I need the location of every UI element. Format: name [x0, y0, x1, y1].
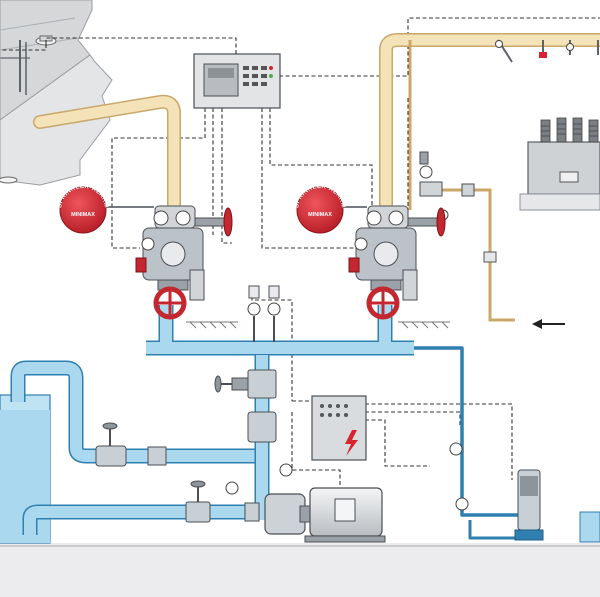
sprinkler-head-icon: [539, 40, 547, 58]
sprinkler-head-icon: [495, 39, 513, 63]
smoke-detector-icon: [0, 176, 18, 184]
dry-pipe-left: [33, 94, 181, 217]
pump-motor: [304, 487, 386, 543]
pressure-switches: [248, 285, 280, 342]
dry-pipe-right: [379, 33, 600, 210]
pressure-gauge-icon: [225, 165, 469, 511]
arrow-left-icon: [532, 319, 565, 329]
floor-slab: [186, 321, 450, 329]
air-supply-line: [442, 188, 515, 322]
alarm-bell-right: SPRINKLER-ALARM MINIMAX: [293, 183, 367, 234]
ground-strip: [0, 543, 600, 597]
ceiling-slab: [0, 0, 113, 186]
alarm-valve-left: [135, 205, 233, 320]
alarm-valve-right: [348, 205, 446, 320]
gate-valve-lower: [185, 480, 260, 523]
alarm-control-panel: [193, 53, 281, 109]
riser-valves: [214, 369, 277, 443]
transformer: [519, 117, 600, 211]
alarm-bell-brand: MINIMAX: [308, 212, 332, 218]
gate-valve-suction: [95, 422, 127, 467]
jockey-pump: [514, 469, 600, 543]
alarm-bell-left: SPRINKLER-ALARM MINIMAX: [56, 183, 154, 234]
water-pipes: [10, 305, 530, 540]
air-maintenance-device: [419, 151, 475, 197]
alarm-bell-brand: MINIMAX: [71, 212, 95, 218]
pump-control-cabinet: [311, 395, 367, 461]
ceiling-pipe: [0, 40, 30, 95]
sprinkler-head-icon: [566, 40, 574, 55]
check-valve-suction: [147, 446, 167, 466]
lightning-icon: [345, 430, 358, 456]
fire-pump: [264, 493, 313, 535]
